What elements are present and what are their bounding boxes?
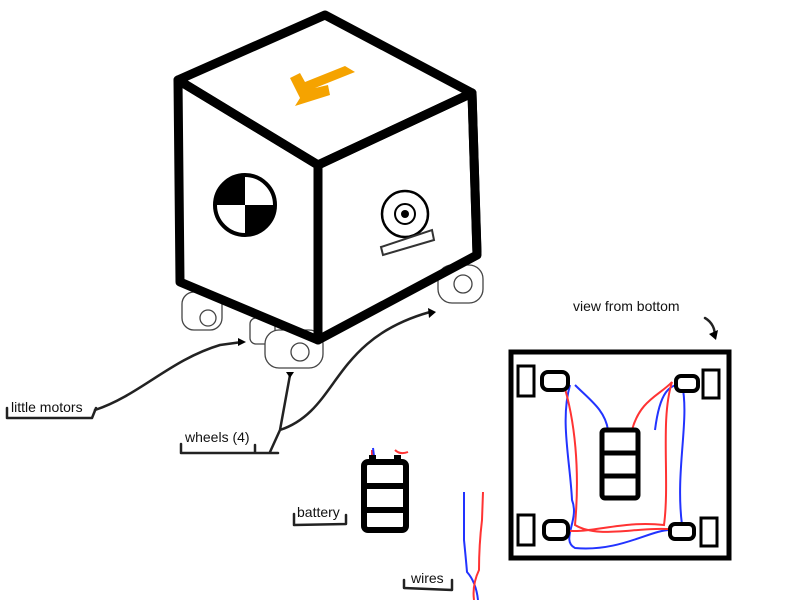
direction-arrow-icon (290, 66, 355, 106)
bottom-view-box (508, 349, 732, 561)
label-battery: battery (297, 504, 340, 520)
label-wheels: wheels (4) (184, 429, 250, 445)
label-little-motors: little motors (11, 399, 83, 415)
bottom-view-arrowhead (709, 330, 718, 340)
label-view-from-bottom: view from bottom (573, 298, 680, 314)
battery-icon (361, 447, 409, 533)
motors-bracket (5, 406, 98, 420)
wire-red (472, 491, 484, 600)
wheels-bracket (179, 442, 280, 455)
wheel-left (181, 291, 223, 331)
battery-bracket (292, 512, 348, 527)
label-wires: wires (410, 570, 444, 586)
robot-cube (173, 10, 482, 345)
sensor-left (213, 173, 277, 237)
sensor-right (379, 189, 436, 257)
wires-bracket (402, 578, 454, 592)
wheels-pointer (268, 310, 432, 454)
wire-blue (463, 492, 479, 600)
motors-pointer (93, 340, 244, 412)
